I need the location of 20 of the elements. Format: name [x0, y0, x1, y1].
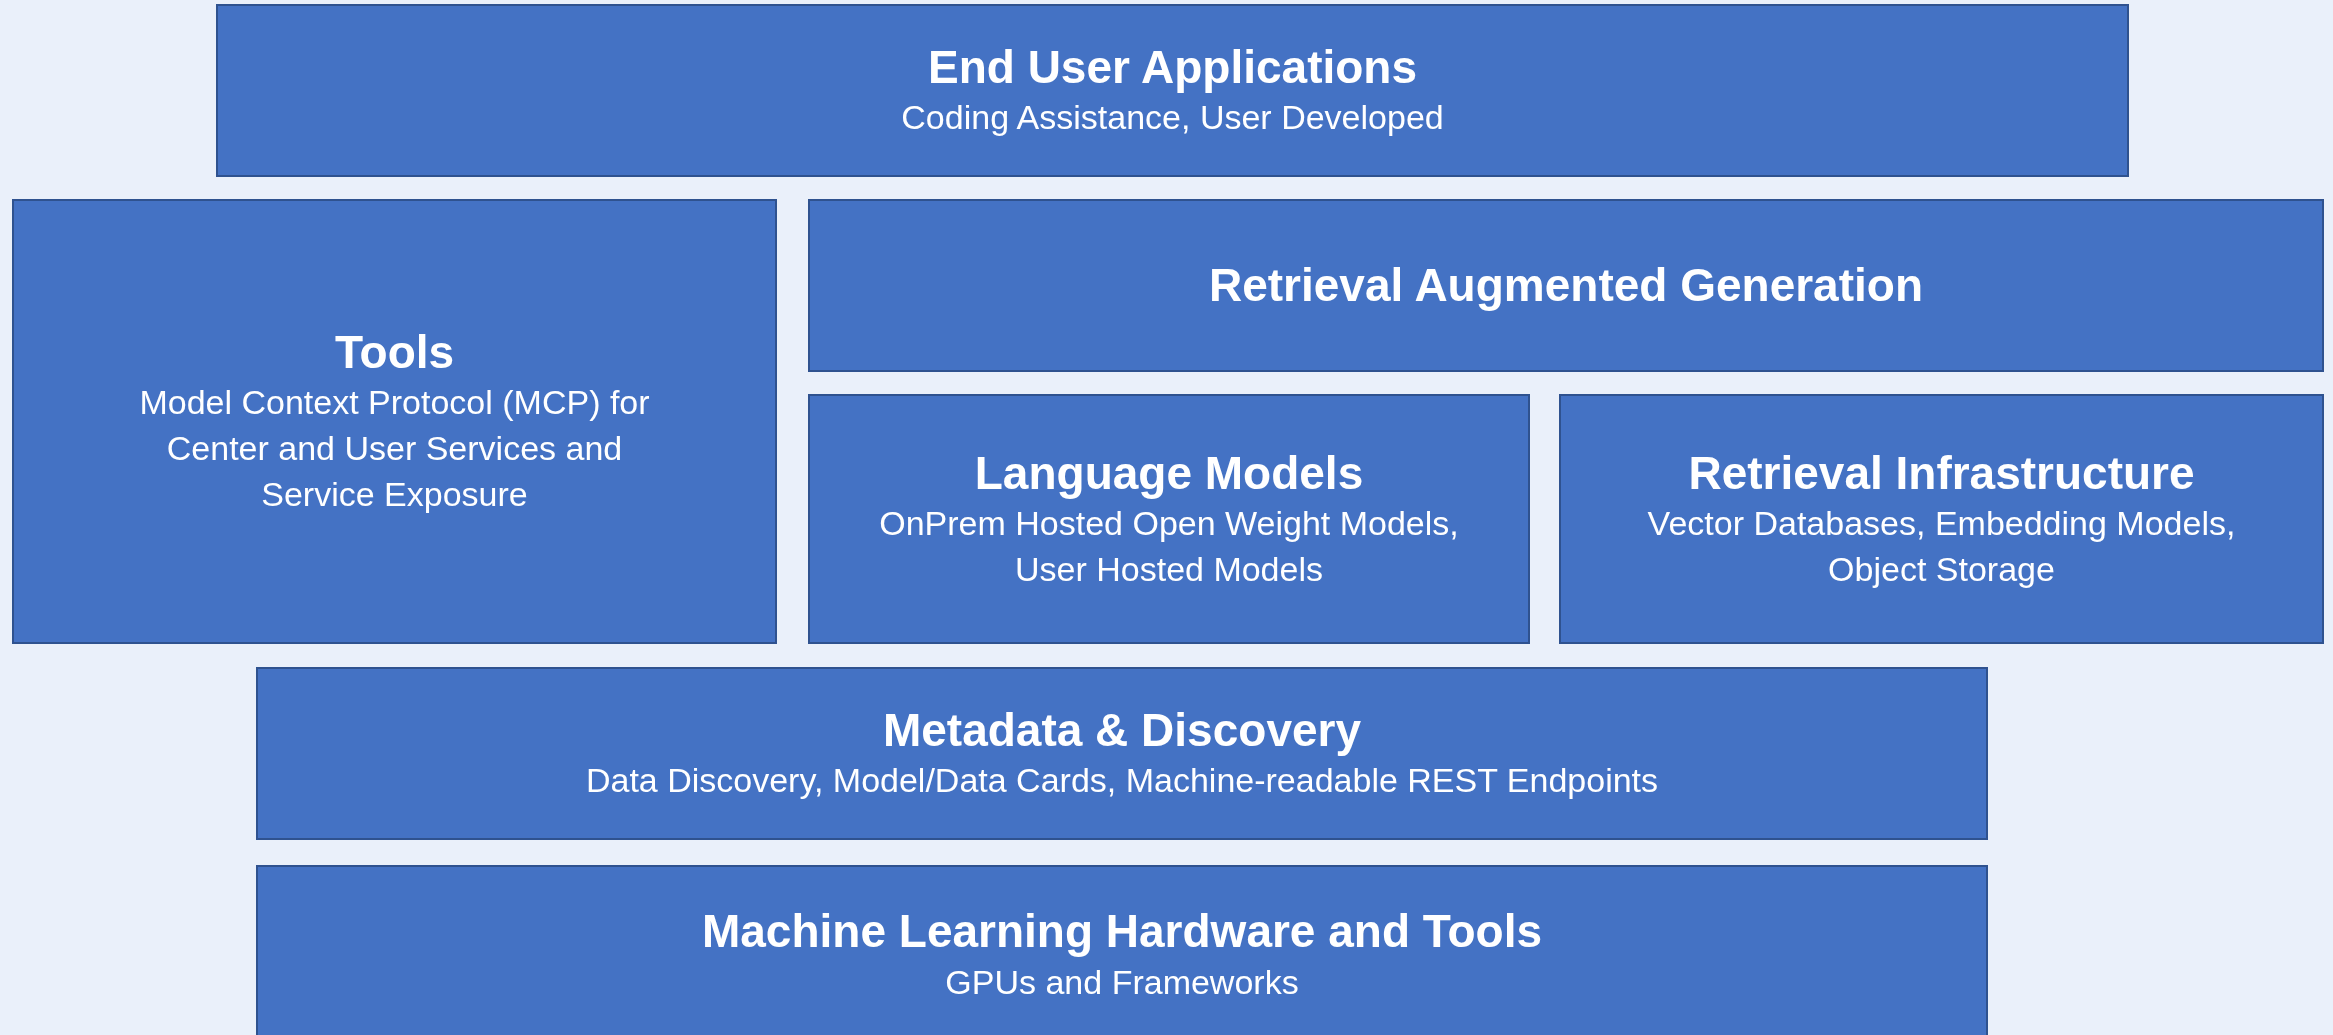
- layer-title: Metadata & Discovery: [882, 702, 1362, 758]
- layer-description: OnPrem Hosted Open Weight Models, User Hosted Models: [878, 502, 1460, 590]
- layer-box: [808, 394, 1530, 644]
- layer-description: Data Discovery, Model/Data Cards, Machine-readable REST Endpoints: [585, 760, 1659, 802]
- layer-title: Language Models: [974, 445, 1364, 501]
- layer-box: [216, 4, 2129, 177]
- layer-box: [256, 667, 1988, 840]
- layer-title: End User Applications: [927, 39, 1417, 95]
- layer-description: Vector Databases, Embedding Models, Object Storage: [1646, 502, 2237, 590]
- layer-description: Model Context Protocol (MCP) for Center and User Services and Service Exposure: [138, 382, 651, 516]
- layer-description: GPUs and Frameworks: [945, 961, 1299, 1003]
- layer-box: [12, 199, 777, 644]
- layer-box: [256, 865, 1988, 1035]
- layer-title: Retrieval Infrastructure: [1688, 445, 2195, 501]
- layer-title: Tools: [334, 325, 455, 381]
- layer-box: [808, 199, 2324, 372]
- layer-title: Machine Learning Hardware and Tools: [701, 904, 1543, 960]
- layer-description: Coding Assistance, User Developed: [901, 97, 1444, 139]
- layer-title: Retrieval Augmented Generation: [1209, 257, 1923, 313]
- layer-box: [1559, 394, 2324, 644]
